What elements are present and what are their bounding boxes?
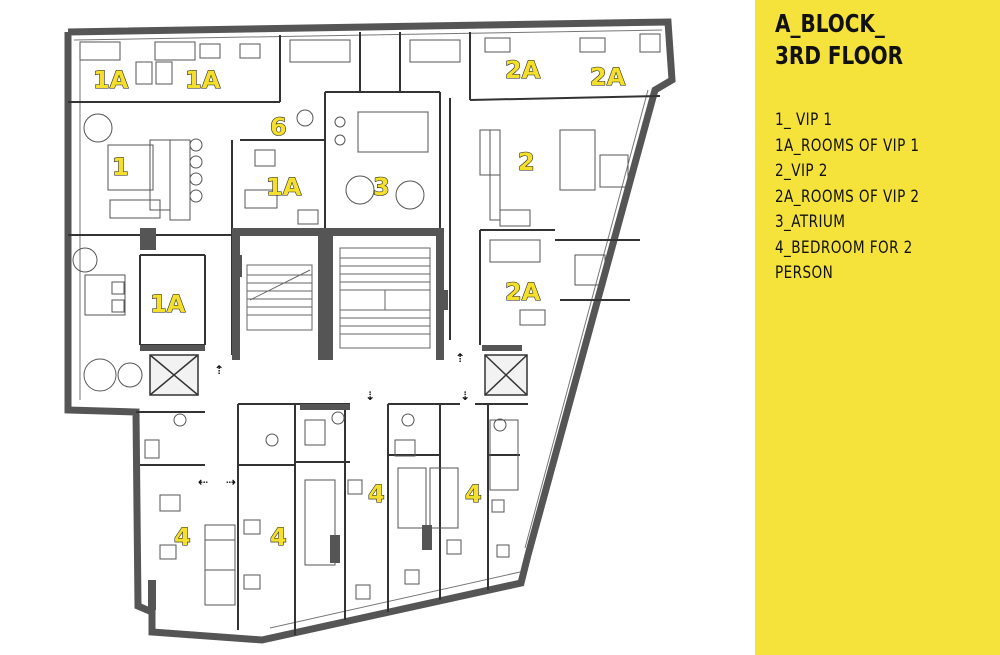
legend-item: 2A_ROOMS OF VIP 2 bbox=[775, 186, 920, 207]
label-service-room: 6 bbox=[270, 113, 287, 141]
legend-item: 1_ VIP 1 bbox=[775, 110, 833, 130]
legend-title-line-2: 3RD FLOOR bbox=[775, 41, 903, 70]
label-bedroom-c: 4 bbox=[368, 480, 385, 508]
svg-text:⇢: ⇢ bbox=[226, 475, 236, 489]
legend-item: 2_VIP 2 bbox=[775, 161, 828, 181]
label-bedroom-b: 4 bbox=[270, 523, 287, 551]
circulation-arrows: ⇡ ⇡ ⇣ ⇣ ⇠ ⇢ bbox=[198, 351, 470, 489]
outer-walls bbox=[64, 18, 676, 644]
floor-plan: ⇡ ⇡ ⇣ ⇣ ⇠ ⇢ 1A 1A 2A 2A 6 1 1A 3 2 2A 1A… bbox=[64, 18, 676, 644]
legend-item: 1A_ROOMS OF VIP 1 bbox=[775, 135, 920, 156]
thick-wall-segments bbox=[140, 228, 522, 610]
svg-text:⇣: ⇣ bbox=[365, 389, 375, 403]
label-vip1: 1 bbox=[112, 153, 129, 181]
label-vip2-room-a: 2A bbox=[505, 56, 541, 84]
label-vip2: 2 bbox=[518, 148, 535, 176]
staircase-left bbox=[246, 264, 313, 331]
legend-item: 4_BEDROOM FOR 2 bbox=[775, 237, 913, 258]
elevator-right bbox=[484, 354, 528, 396]
label-bedroom-d: 4 bbox=[465, 480, 482, 508]
label-vip1-room-d: 1A bbox=[150, 290, 186, 318]
label-vip1-room-c: 1A bbox=[266, 173, 302, 201]
label-vip1-room-a: 1A bbox=[93, 66, 129, 94]
interior-walls bbox=[68, 32, 661, 635]
svg-text:⇡: ⇡ bbox=[214, 363, 224, 377]
staircase-right bbox=[339, 247, 431, 349]
label-bedroom-a: 4 bbox=[174, 523, 191, 551]
legend-panel: A_BLOCK_ 3RD FLOOR 1_ VIP 1 1A_ROOMS OF V… bbox=[755, 0, 1000, 655]
svg-text:⇠: ⇠ bbox=[198, 475, 208, 489]
legend-list: 1_ VIP 1 1A_ROOMS OF VIP 1 2_VIP 2 2A_RO… bbox=[775, 108, 919, 287]
legend-item: 3_ATRIUM bbox=[775, 212, 846, 232]
floor-plan-drawing: ⇡ ⇡ ⇣ ⇣ ⇠ ⇢ 1A 1A 2A 2A 6 1 1A 3 2 2A 1A… bbox=[64, 18, 676, 644]
label-vip2-room-b: 2A bbox=[590, 63, 626, 91]
elevator-left bbox=[149, 354, 199, 396]
room-labels: 1A 1A 2A 2A 6 1 1A 3 2 2A 1A 4 4 4 4 bbox=[92, 55, 626, 551]
svg-text:⇡: ⇡ bbox=[455, 351, 465, 365]
svg-text:⇣: ⇣ bbox=[460, 389, 470, 403]
label-vip1-room-b: 1A bbox=[185, 66, 221, 94]
label-vip2-room-c: 2A bbox=[505, 278, 541, 306]
room-furniture bbox=[72, 33, 661, 606]
legend-title-line-1: A_BLOCK_ bbox=[775, 9, 885, 38]
legend-item: PERSON bbox=[775, 263, 834, 283]
label-atrium: 3 bbox=[373, 173, 390, 201]
legend-title: A_BLOCK_ 3RD FLOOR bbox=[775, 8, 903, 72]
